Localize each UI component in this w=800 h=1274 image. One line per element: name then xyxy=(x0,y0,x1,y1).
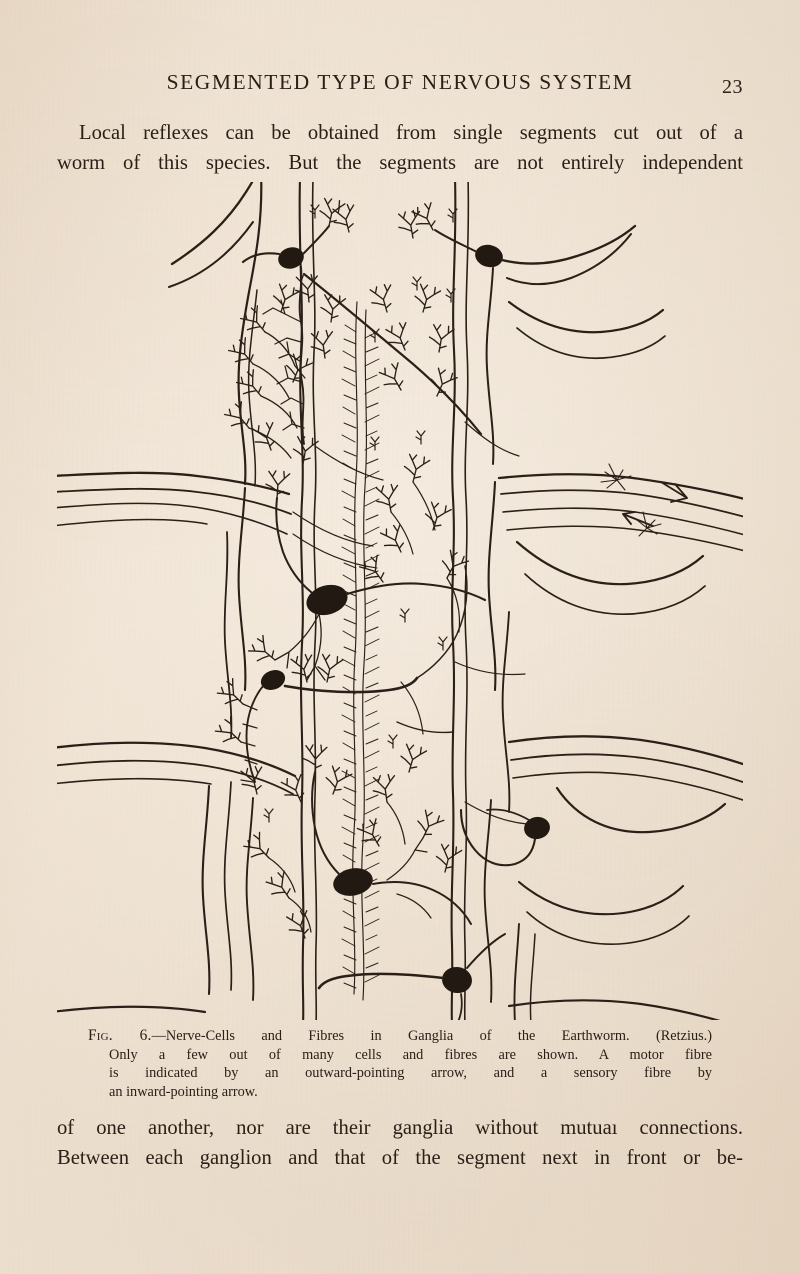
caption-line-4: an inward-pointing arrow. xyxy=(109,1083,258,1100)
body-top-line-1-text: Local reflexes can be obtained from sing… xyxy=(79,122,743,144)
running-head-title: SEGMENTED TYPE OF NERVOUS SYSTEM xyxy=(166,70,634,94)
caption-line-3: is indicated by an outward-pointing arro… xyxy=(109,1065,712,1082)
body-paragraph-bottom: of one another, nor are their ganglia wi… xyxy=(57,1113,743,1173)
figure-caption: Fig. 6.—Nerve-Cells and Fibres in Gangli… xyxy=(88,1027,712,1101)
body-top-line-1: Local reflexes can be obtained from sing… xyxy=(57,118,743,148)
caption-line-1: Fig. 6.—Nerve-Cells and Fibres in Gangli… xyxy=(88,1027,712,1046)
page-number: 23 xyxy=(722,76,743,98)
figure-6-nerve-cells xyxy=(57,182,743,1020)
running-head: SEGMENTED TYPE OF NERVOUS SYSTEM 23 xyxy=(57,70,743,100)
figure-6-drawing xyxy=(57,182,743,1020)
body-bottom-line-2: Between each ganglion and that of the se… xyxy=(57,1147,743,1169)
body-top-line-2: worm of this species. But the segments a… xyxy=(57,152,743,174)
caption-line-2: Only a few out of many cells and fibres … xyxy=(109,1046,712,1063)
caption-line-1-rest: —Nerve-Cells and Fibres in Ganglia of th… xyxy=(151,1028,712,1044)
body-bottom-line-1: of one another, nor are their ganglia wi… xyxy=(57,1117,743,1139)
body-paragraph-top: Local reflexes can be obtained from sing… xyxy=(57,118,743,178)
figure-number-label: Fig. 6. xyxy=(88,1027,152,1044)
